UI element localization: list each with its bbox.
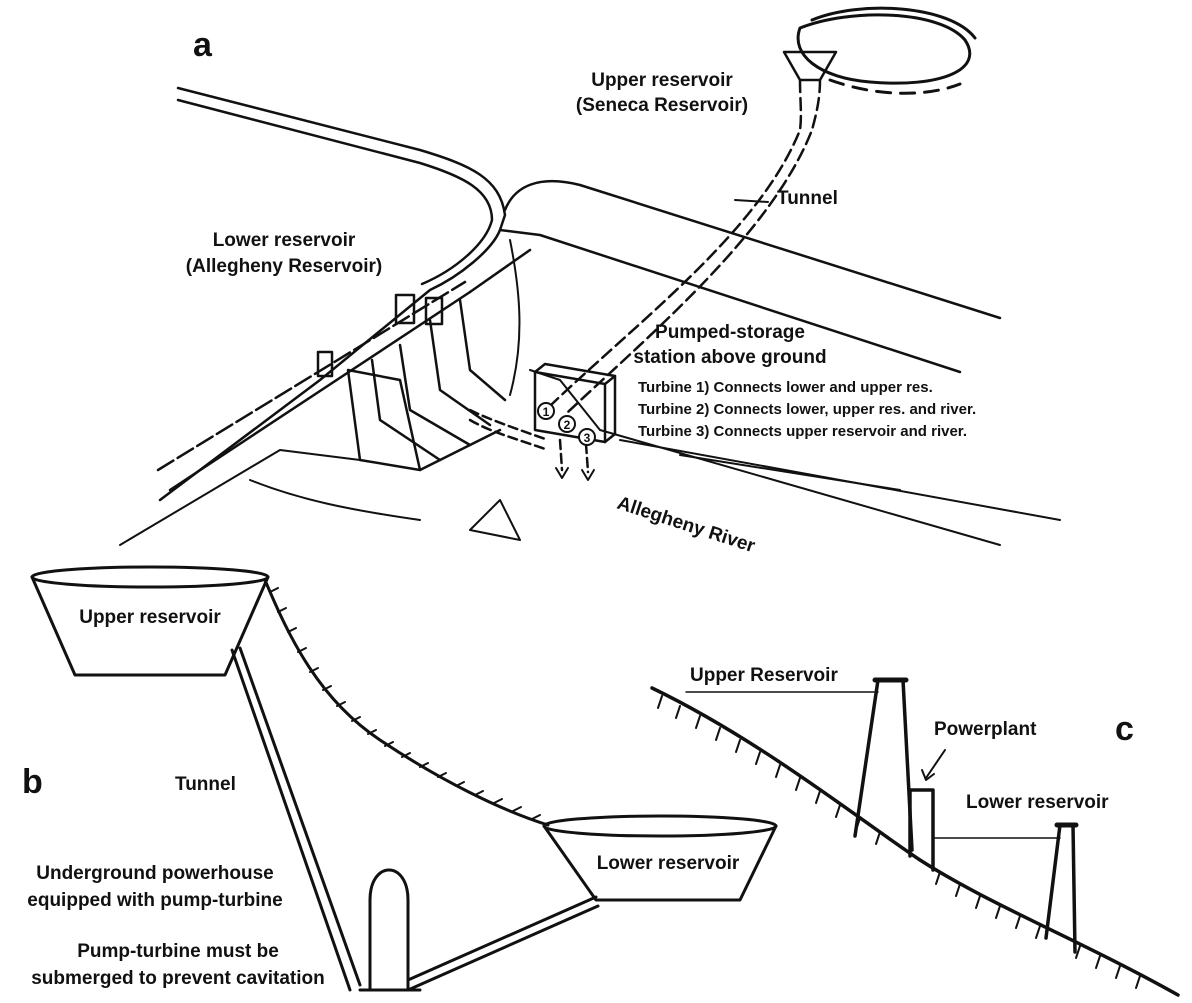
turbine-1-description: Turbine 1) Connects lower and upper res.	[638, 379, 933, 396]
upper-reservoir-sublabel-a: (Seneca Reservoir)	[576, 95, 748, 116]
upper-reservoir-label-c: Upper Reservoir	[690, 665, 838, 686]
panel-a-letter: a	[193, 26, 213, 64]
station-sublabel: station above ground	[633, 347, 826, 368]
tunnel-label-b: Tunnel	[175, 774, 236, 795]
panel-c-letter: c	[1115, 710, 1134, 748]
upper-reservoir-label-a: Upper reservoir	[591, 70, 733, 91]
turbine-2-number: 2	[564, 418, 571, 432]
submerged-sublabel: submerged to prevent cavitation	[31, 968, 325, 989]
powerplant-label: Powerplant	[934, 719, 1037, 740]
turbine-3-description: Turbine 3) Connects upper reservoir and …	[638, 423, 967, 440]
upper-reservoir-label-b: Upper reservoir	[79, 607, 221, 628]
lower-reservoir-label-c: Lower reservoir	[966, 792, 1109, 813]
lower-reservoir-sublabel-a: (Allegheny Reservoir)	[186, 256, 382, 277]
turbine-3-number: 3	[584, 431, 591, 445]
powerhouse-label: Underground powerhouse	[36, 863, 274, 884]
submerged-label: Pump-turbine must be	[77, 941, 279, 962]
lower-reservoir-label-b: Lower reservoir	[597, 853, 740, 874]
powerhouse-sublabel: equipped with pump-turbine	[27, 890, 282, 911]
tunnel-label-a: Tunnel	[777, 188, 838, 209]
turbine-2-description: Turbine 2) Connects lower, upper res. an…	[638, 401, 976, 418]
panel-b-letter: b	[22, 763, 43, 801]
turbine-1-number: 1	[543, 405, 550, 419]
lower-reservoir-label-a: Lower reservoir	[213, 230, 356, 251]
station-label: Pumped-storage	[655, 322, 805, 343]
